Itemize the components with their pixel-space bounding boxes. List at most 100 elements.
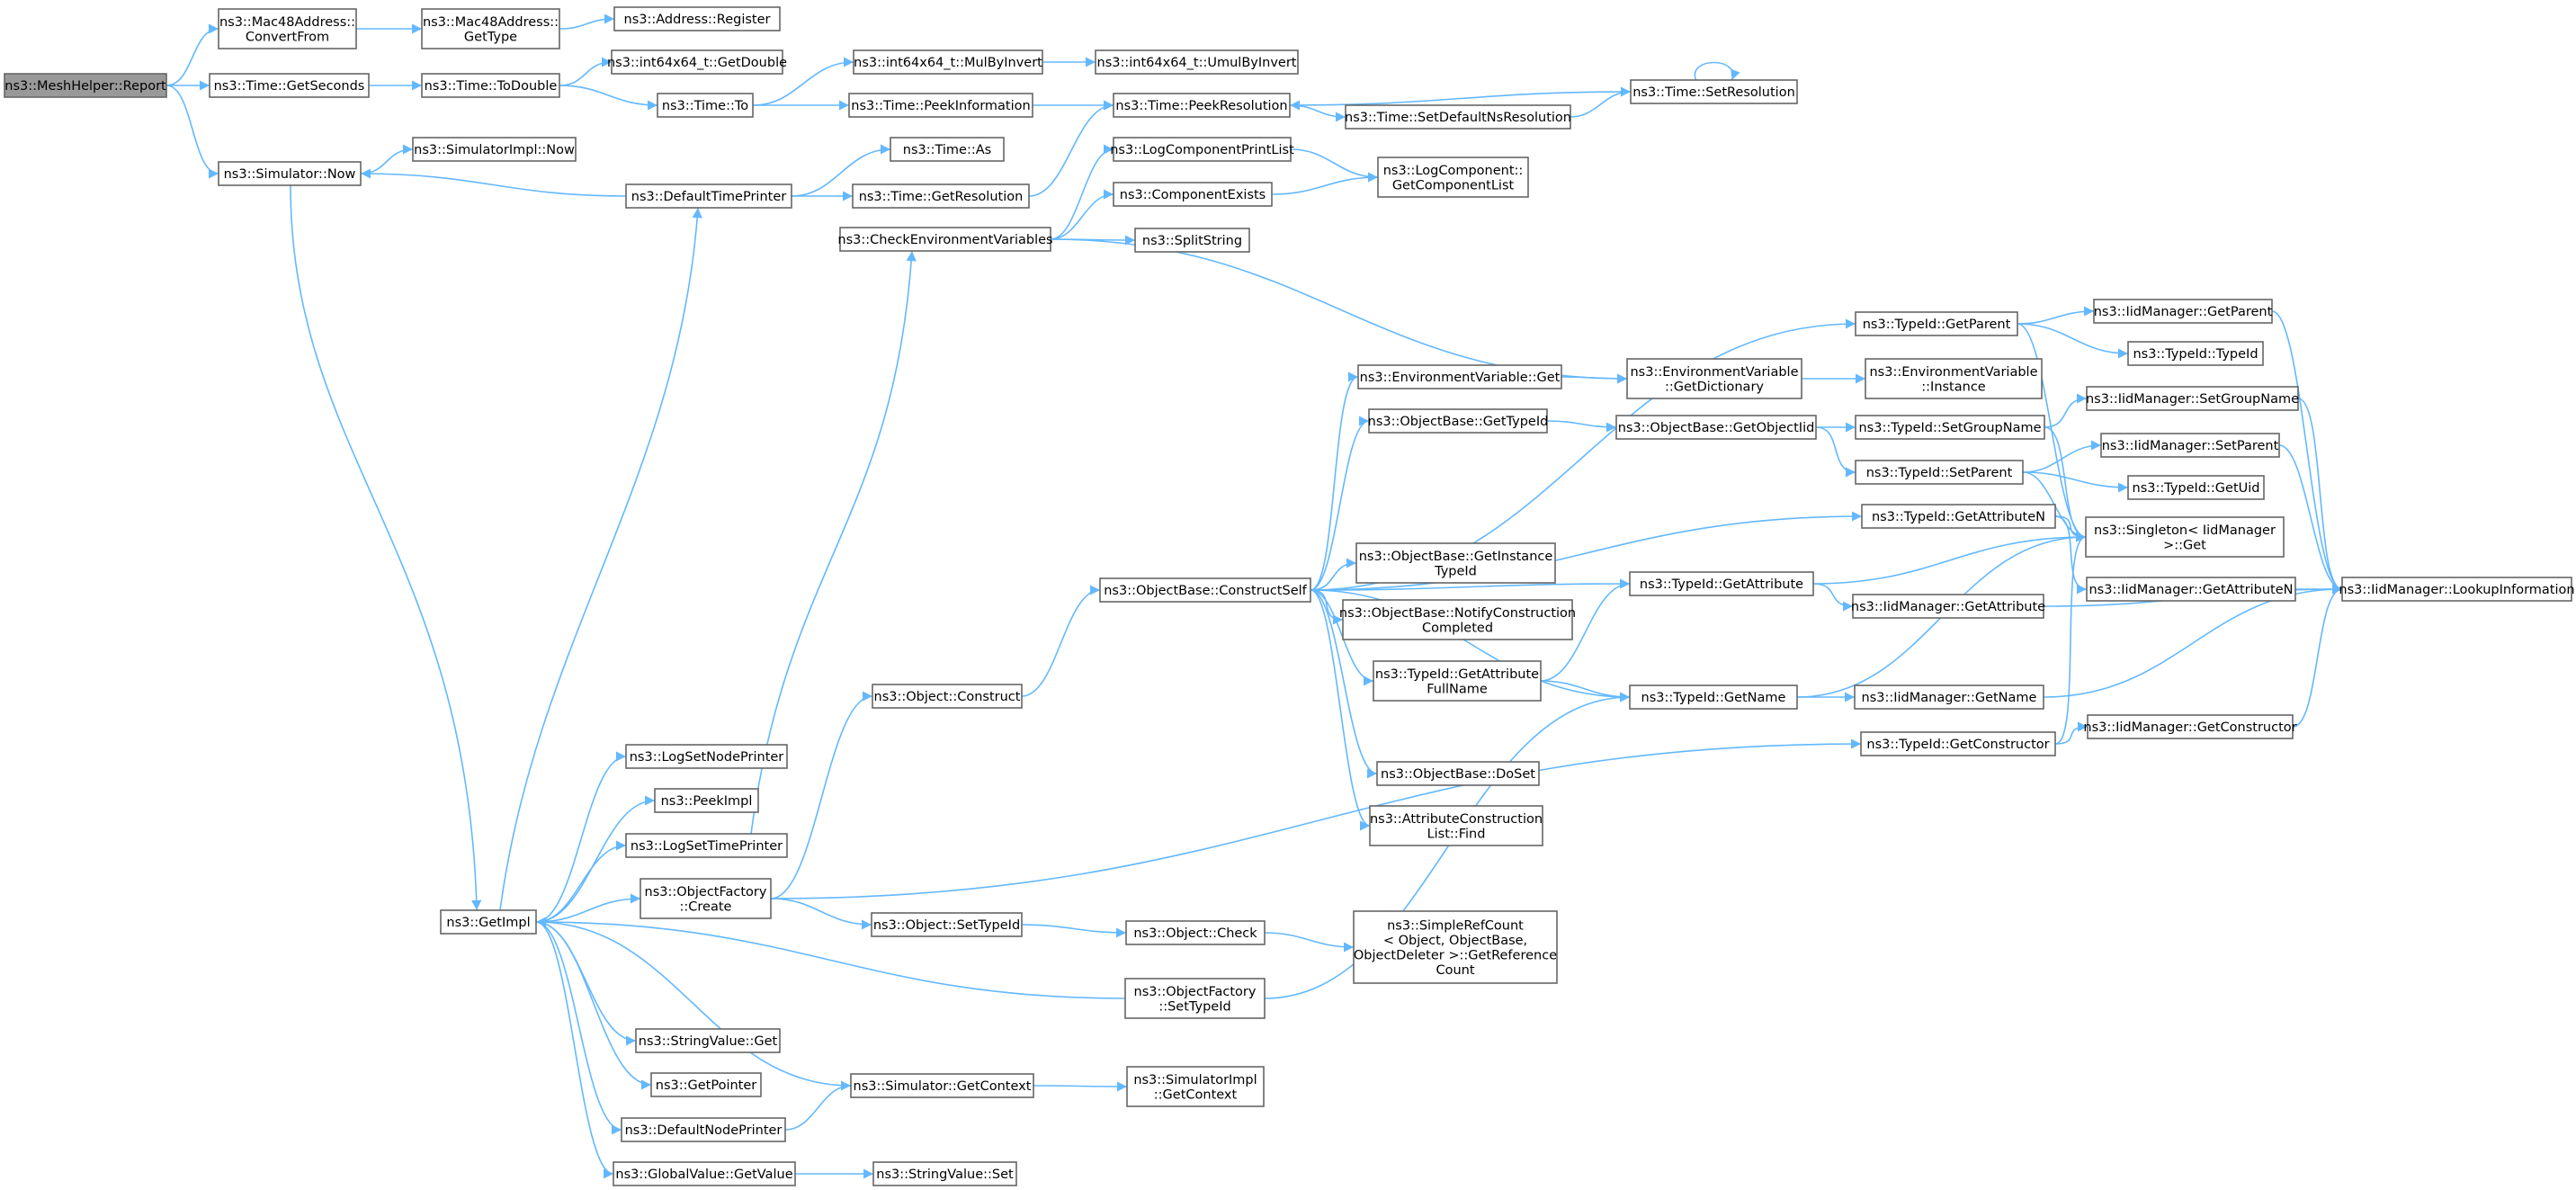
node-globalvalue-getvalue[interactable]: ns3::GlobalValue::GetValue — [613, 1161, 796, 1186]
node-label: ns3::TypeId::SetGroupName — [1858, 421, 2041, 435]
node-time-peekinformation[interactable]: ns3::Time::PeekInformation — [848, 93, 1033, 118]
node-label: ns3::EnvironmentVariable — [1630, 365, 1798, 380]
node-objectbase-gettypeid[interactable]: ns3::ObjectBase::GetTypeId — [1368, 408, 1549, 434]
node-envvar-getdictionary[interactable]: ns3::EnvironmentVariable::GetDictionary — [1626, 358, 1802, 399]
node-objectbase-doset[interactable]: ns3::ObjectBase::DoSet — [1376, 761, 1540, 786]
node-stringvalue-set[interactable]: ns3::StringValue::Set — [872, 1161, 1017, 1186]
node-time-to[interactable]: ns3::Time::To — [657, 93, 754, 118]
edge-time-getresolution-to-time-peekresolution — [1028, 100, 1114, 197]
node-label: ::GetDictionary — [1665, 380, 1764, 394]
node-time-getseconds[interactable]: ns3::Time::GetSeconds — [209, 73, 370, 98]
node-typeid-getparent[interactable]: ns3::TypeId::GetParent — [1855, 311, 2018, 336]
node-label: ns3::TypeId::GetAttribute — [1640, 577, 1803, 592]
node-logsettimeprinter[interactable]: ns3::LogSetTimePrinter — [625, 833, 788, 858]
node-peekimpl[interactable]: ns3::PeekImpl — [654, 788, 759, 813]
edge-line — [1310, 416, 1370, 591]
node-simulator-getcontext[interactable]: ns3::Simulator::GetContext — [850, 1073, 1034, 1098]
node-typeid-getuid[interactable]: ns3::TypeId::GetUid — [2127, 475, 2265, 500]
node-time-setresolution[interactable]: ns3::Time::SetResolution — [1630, 79, 1798, 104]
node-typeid-getattribute[interactable]: ns3::TypeId::GetAttribute — [1629, 571, 1814, 596]
node-objectbase-notifyconstructioncompleted[interactable]: ns3::ObjectBase::NotifyConstructionCompl… — [1339, 599, 1576, 640]
node-int64-umulbyinvert[interactable]: ns3::int64x64_t::UmulByInvert — [1095, 49, 1299, 75]
node-label: ns3::Address::Register — [624, 13, 771, 27]
node-time-setdefaultnsresolution[interactable]: ns3::Time::SetDefaultNsResolution — [1345, 104, 1571, 130]
node-box — [1860, 731, 2056, 756]
node-componentexists[interactable]: ns3::ComponentExists — [1113, 182, 1273, 207]
node-typeid-getname[interactable]: ns3::TypeId::GetName — [1629, 684, 1798, 710]
node-iidmanager-setgroupname[interactable]: ns3::IidManager::SetGroupName — [2086, 386, 2299, 411]
node-iidmanager-lookupinformation[interactable]: ns3::IidManager::LookupInformation — [2339, 577, 2575, 602]
node-envvar-instance[interactable]: ns3::EnvironmentVariable::Instance — [1865, 358, 2043, 399]
node-logsetnodeprinter[interactable]: ns3::LogSetNodePrinter — [625, 744, 788, 769]
node-iidmanager-getparent[interactable]: ns3::IidManager::GetParent — [2093, 299, 2273, 324]
node-getpointer[interactable]: ns3::GetPointer — [650, 1072, 762, 1097]
edge-line — [2271, 310, 2343, 595]
node-typeid-getconstructor[interactable]: ns3::TypeId::GetConstructor — [1860, 731, 2056, 756]
node-typeid-getattributen[interactable]: ns3::TypeId::GetAttributeN — [1861, 504, 2056, 529]
node-box — [848, 93, 1033, 118]
node-singleton-get[interactable]: ns3::Singleton< IidManager >::Get — [2085, 516, 2285, 558]
node-splitstring[interactable]: ns3::SplitString — [1134, 228, 1250, 253]
node-mac48-convertfrom[interactable]: ns3::Mac48Address::ConvertFrom — [218, 8, 357, 49]
node-getimpl[interactable]: ns3::GetImpl — [440, 909, 537, 935]
node-objectfactory-create[interactable]: ns3::ObjectFactory::Create — [640, 878, 772, 919]
node-report[interactable]: ns3::MeshHelper::Report — [4, 73, 167, 98]
node-label: ::Instance — [1921, 380, 1986, 394]
node-label: ns3::LogSetNodePrinter — [630, 750, 784, 765]
node-time-as[interactable]: ns3::Time::As — [890, 137, 1005, 162]
node-object-check[interactable]: ns3::Object::Check — [1125, 920, 1266, 945]
node-iidmanager-getname[interactable]: ns3::IidManager::GetName — [1854, 684, 2044, 710]
node-time-peekresolution[interactable]: ns3::Time::PeekResolution — [1113, 93, 1291, 118]
node-time-getresolution[interactable]: ns3::Time::GetResolution — [852, 183, 1030, 209]
node-label: ns3::Time::GetResolution — [859, 190, 1024, 204]
node-simulatorimpl-getcontext[interactable]: ns3::SimulatorImpl::GetContext — [1126, 1066, 1265, 1107]
edge-getimpl-to-defaultnodeprinter — [535, 921, 622, 1135]
node-mac48-gettype[interactable]: ns3::Mac48Address::GetType — [421, 8, 560, 49]
node-iidmanager-setparent[interactable]: ns3::IidManager::SetParent — [2100, 433, 2280, 458]
node-label: ns3::ObjectBase::GetTypeId — [1368, 415, 1549, 429]
edge-line — [1310, 511, 1863, 591]
node-checkenvironmentvariables[interactable]: ns3::CheckEnvironmentVariables — [837, 227, 1053, 252]
node-object-settypeid[interactable]: ns3::Object::SetTypeId — [871, 912, 1023, 937]
node-logcomponent-getcomponentlist[interactable]: ns3::LogComponent::GetComponentList — [1377, 157, 1529, 198]
node-simulator-now[interactable]: ns3::Simulator::Now — [218, 161, 362, 186]
node-address-register[interactable]: ns3::Address::Register — [613, 6, 781, 31]
node-defaultnodeprinter[interactable]: ns3::DefaultNodePrinter — [621, 1117, 786, 1142]
node-simulatorimpl-now[interactable]: ns3::SimulatorImpl::Now — [412, 137, 577, 162]
edge-object-settypeid-to-object-check — [1021, 924, 1127, 938]
node-time-todouble[interactable]: ns3::Time::ToDouble — [421, 73, 560, 98]
edge-getimpl-to-defaulttimeprinter — [499, 207, 702, 911]
node-box — [872, 684, 1023, 709]
node-typeid-setparent[interactable]: ns3::TypeId::SetParent — [1855, 460, 2024, 485]
node-logcomponentprintlist[interactable]: ns3::LogComponentPrintList — [1110, 137, 1294, 162]
node-label: ns3::SimulatorImpl::Now — [414, 143, 575, 157]
node-object-construct[interactable]: ns3::Object::Construct — [872, 684, 1023, 709]
node-typeid-setgroupname[interactable]: ns3::TypeId::SetGroupName — [1855, 415, 2045, 440]
node-label: ns3::Object::SetTypeId — [873, 918, 1020, 933]
node-iidmanager-getattributen[interactable]: ns3::IidManager::GetAttributeN — [2086, 577, 2296, 602]
edge-report-to-simulator-now — [165, 85, 219, 179]
node-iidmanager-getconstructor[interactable]: ns3::IidManager::GetConstructor — [2083, 714, 2297, 739]
node-objectbase-getobjectiid[interactable]: ns3::ObjectBase::GetObjectIid — [1615, 415, 1817, 440]
node-stringvalue-get[interactable]: ns3::StringValue::Get — [635, 1028, 781, 1053]
edge-line — [1264, 932, 1355, 953]
node-label: ns3::Object::Construct — [874, 690, 1021, 704]
node-int64-mulbyinvert[interactable]: ns3::int64x64_t::MulByInvert — [853, 49, 1043, 75]
edge-line — [1050, 144, 1114, 240]
node-label: ns3::PeekImpl — [661, 794, 753, 809]
node-typeid-typeid[interactable]: ns3::TypeId::TypeId — [2127, 341, 2264, 366]
node-envvar-get[interactable]: ns3::EnvironmentVariable::Get — [1357, 364, 1562, 389]
node-objectfactory-settypeid[interactable]: ns3::ObjectFactory::SetTypeId — [1124, 978, 1266, 1019]
node-objectbase-constructself[interactable]: ns3::ObjectBase::ConstructSelf — [1099, 577, 1311, 603]
node-int64-getdouble[interactable]: ns3::int64x64_t::GetDouble — [607, 49, 787, 75]
node-simplerefcount-getreferencecount[interactable]: ns3::SimpleRefCount< Object, ObjectBase,… — [1353, 910, 1558, 984]
edge-simulator-getcontext-to-getimpl — [535, 917, 852, 1087]
node-iidmanager-getattribute[interactable]: ns3::IidManager::GetAttribute — [1851, 594, 2045, 619]
edge-line — [1812, 532, 2087, 585]
node-box — [1342, 599, 1573, 640]
node-label: ns3::Time::SetDefaultNsResolution — [1345, 111, 1571, 125]
node-defaulttimeprinter[interactable]: ns3::DefaultTimePrinter — [625, 183, 792, 209]
